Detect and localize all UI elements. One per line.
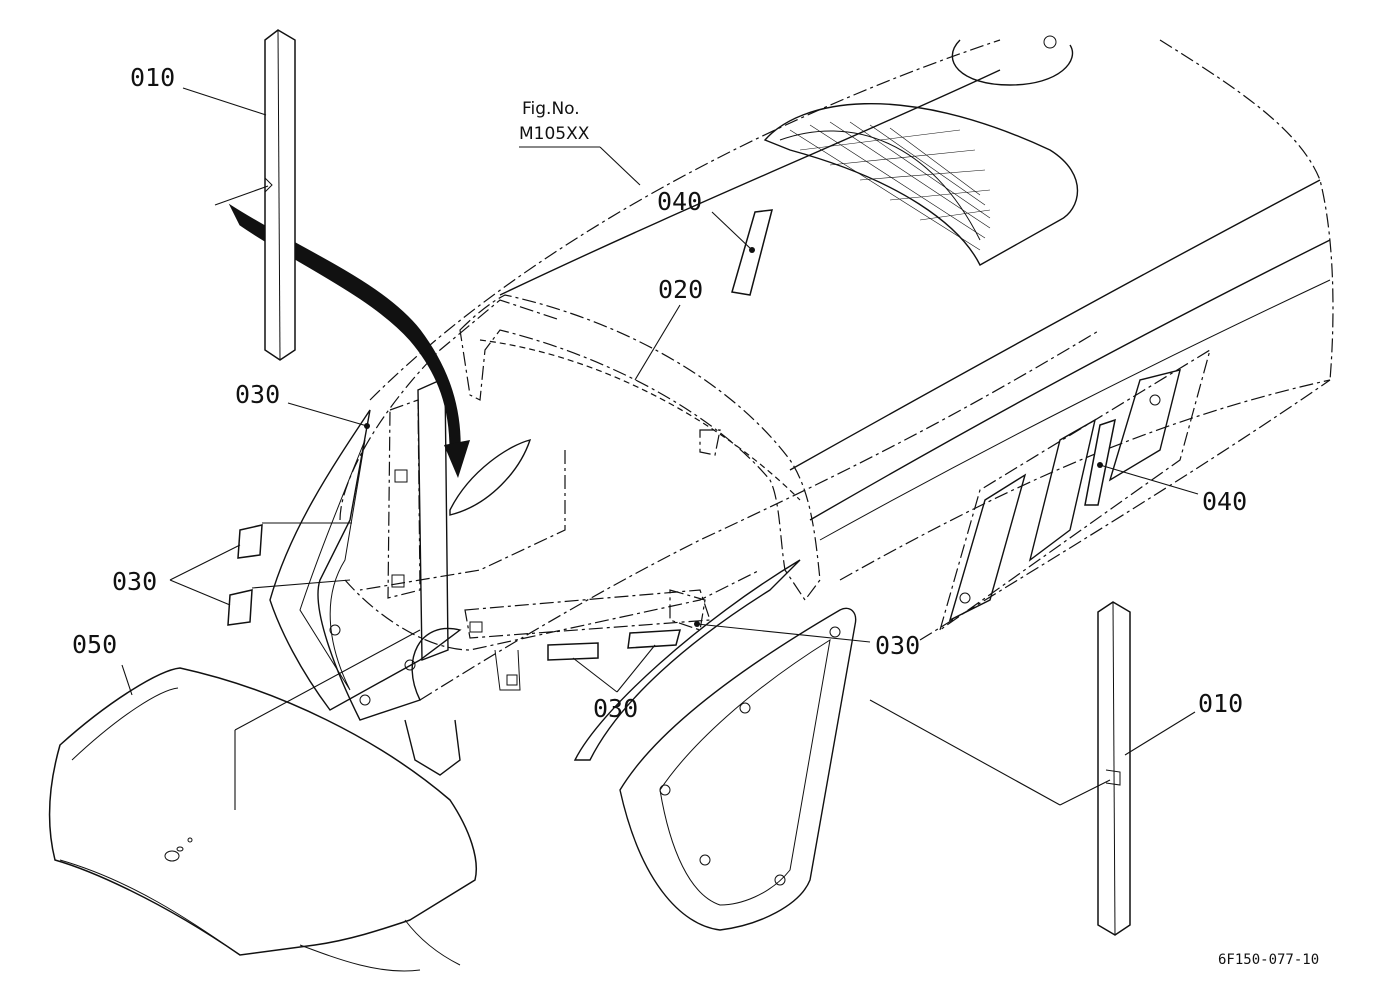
callout-030-b: 030 [112,567,157,596]
arrow-head-icon [444,440,470,478]
leader-lines [121,87,1199,810]
callout-040-right: 040 [1202,487,1247,516]
front-panel-frame [269,409,462,776]
top-grille [763,103,1079,266]
callout-010-bottom: 010 [1198,689,1243,718]
callout-040-top: 040 [657,187,702,216]
part-040-right [1084,418,1116,506]
part-020-strip [459,294,821,602]
callout-030-c: 030 [875,631,920,660]
callout-030-d: 030 [593,694,638,723]
fig-no-label: Fig.No. [522,99,580,119]
hood-body [369,35,1334,701]
part-010-top [214,29,296,361]
drawing-code: 6F150-077-10 [1218,952,1319,968]
callout-010-top: 010 [130,63,175,92]
callout-020: 020 [658,275,703,304]
left-bracket [387,376,449,662]
part-010-bottom [1097,601,1131,936]
part-040-top [731,209,774,296]
side-vents [938,348,1211,632]
side-panel-frame [573,559,857,931]
callout-030-a: 030 [235,380,280,409]
fig-no-value: M105XX [519,124,590,144]
part-050-cover [48,667,477,972]
callout-050: 050 [72,630,117,659]
